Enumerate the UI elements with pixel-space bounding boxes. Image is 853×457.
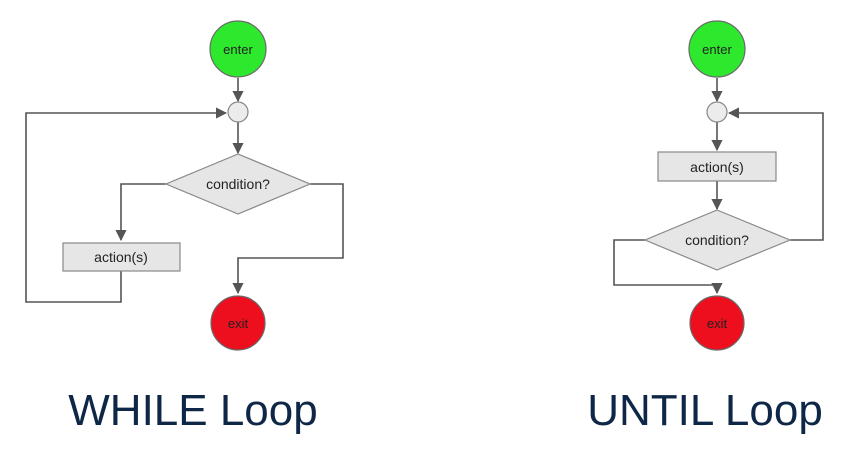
until-edge-condition-true-to-exit — [613, 239, 723, 295]
until-enter-node — [688, 20, 746, 78]
until-loop-junction — [706, 101, 728, 123]
while-loop-caption: WHILE Loop — [68, 386, 317, 435]
until-condition-diamond — [643, 209, 792, 271]
until-enter-label: enter — [702, 42, 732, 57]
while-edge-condition-false-to-exit — [232, 183, 344, 295]
until-loop-diagram: enter action(s) condition? exit UNTIL Lo… — [587, 20, 824, 435]
while-loop-diagram: enter condition? action(s) exit WHILE Lo… — [25, 20, 344, 435]
while-edge-condition-true-to-action — [115, 183, 166, 242]
while-enter-label: enter — [223, 42, 253, 57]
until-condition-label: condition? — [685, 232, 749, 248]
while-action-label: action(s) — [94, 249, 148, 265]
while-condition-diamond — [164, 153, 312, 215]
until-exit-node — [689, 295, 745, 351]
while-enter-node — [209, 20, 267, 78]
until-loop-caption: UNTIL Loop — [587, 386, 823, 435]
while-exit-node — [210, 295, 266, 351]
until-edge-condition-false-back-to-junction — [727, 107, 824, 241]
while-exit-label: exit — [228, 316, 249, 331]
until-action-label: action(s) — [690, 159, 744, 175]
while-action-box — [62, 242, 181, 272]
while-edge-action-back-to-junction — [25, 107, 228, 303]
until-action-box — [657, 151, 777, 182]
while-condition-label: condition? — [206, 176, 270, 192]
until-exit-label: exit — [707, 316, 728, 331]
while-loop-junction — [227, 101, 249, 123]
